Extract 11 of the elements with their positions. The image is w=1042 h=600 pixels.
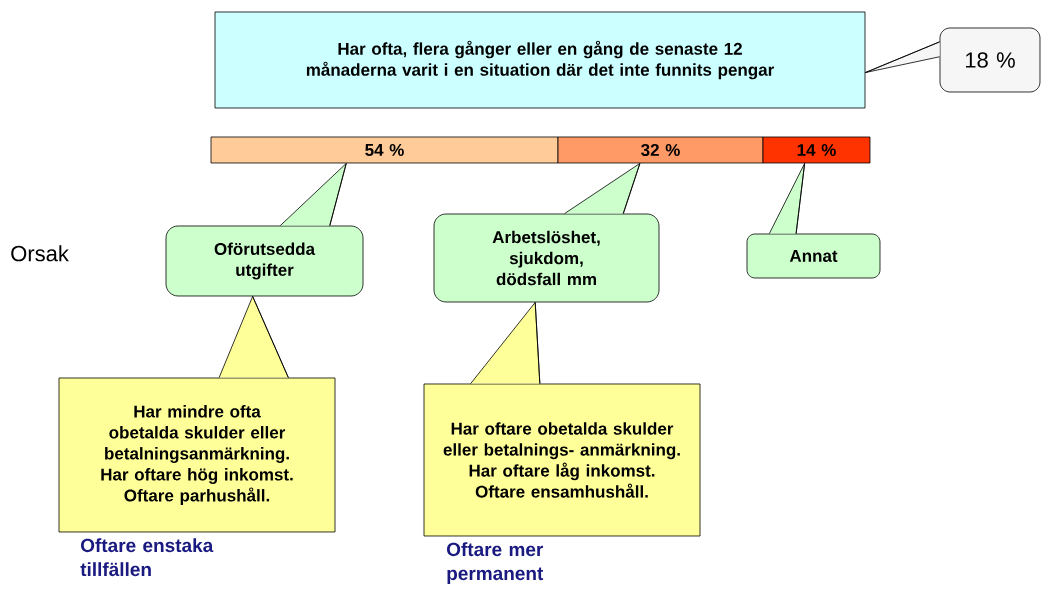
callout-tail [865, 41, 940, 73]
callout-bubble: 18 % [939, 27, 1041, 93]
callout-box: Har mindre ofta obetalda skulder eller betalningsanmärkning. Har oftare hög inkomst. Oftare parhushåll. [58, 377, 336, 533]
label: Orsak [11, 245, 69, 262]
bar-segment: 54 % [210, 136, 559, 164]
callout-box: Har oftare obetalda skulder eller betalnings- anmärkning. Har oftare låg inkomst. Oftare ensamhushåll. [423, 383, 701, 537]
node-label: Oftare enstaka tillfällen [80, 538, 214, 577]
node-label: Oftare mer permanent [447, 542, 544, 584]
bar-segment: 32 % [557, 136, 764, 164]
heading-box: Har ofta, flera gånger eller en gång de senaste 12 månaderna varit i en situation där det inte funnits pengar [214, 11, 866, 109]
bar-segment: 14 % [762, 136, 871, 164]
